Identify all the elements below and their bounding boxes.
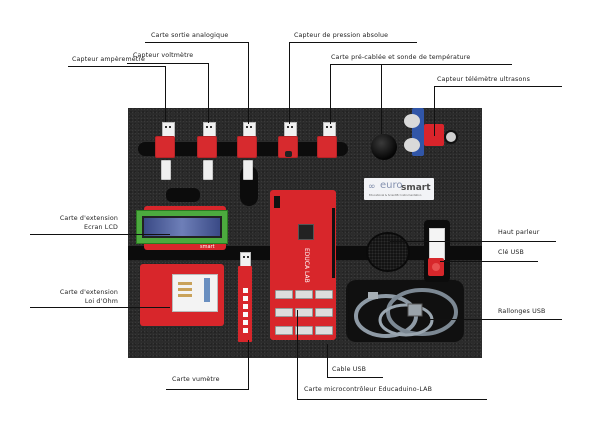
leader-line-precablee-h	[330, 64, 512, 66]
leader-line-cable-usb-h	[327, 377, 383, 379]
label-capteur-pression: Capteur de pression absolue	[294, 32, 389, 39]
leader-line-ohm	[30, 307, 170, 309]
label-ohm-line2: Loi d'Ohm	[84, 298, 118, 305]
leader-line-sortie-v	[248, 42, 250, 124]
logo-text-smart: smart	[401, 183, 431, 193]
label-rallonges-usb: Rallonges USB	[498, 308, 546, 315]
leader-line-vumetre-h	[166, 389, 249, 391]
educaduino-text: EDUCA LAB	[303, 248, 310, 283]
leader-line-vumetre-v	[248, 340, 250, 390]
leader-line-cable-usb-v	[327, 344, 329, 377]
label-carte-microcontroleur: Carte microcontrôleur Educaduino-LAB	[304, 386, 433, 393]
leader-line-lcd	[30, 234, 170, 236]
label-haut-parleur: Haut parleur	[498, 229, 540, 236]
shield-brand-text: smart	[200, 244, 215, 250]
leader-line-pression-h	[289, 42, 417, 44]
leader-line-micro-h	[297, 399, 487, 401]
leader-line-rallonges-usb	[430, 319, 562, 321]
leader-line-pression-v	[289, 42, 291, 124]
leader-line-voltmetre-h	[127, 63, 209, 65]
foam-tray: smart EDUCA LAB ∞ euro	[128, 108, 482, 358]
leader-line-haut-parleur	[390, 241, 556, 243]
label-carte-vumetre: Carte vumètre	[172, 376, 220, 383]
label-capteur-voltmetre: Capteur voltmètre	[133, 52, 194, 59]
usb-cables	[354, 288, 458, 338]
speaker	[368, 234, 408, 270]
leader-line-sortie-h	[145, 42, 249, 44]
leader-line-telemetre-v	[434, 86, 436, 136]
label-cle-usb: Clé USB	[498, 249, 524, 256]
leader-line-amperemetre-v	[165, 66, 167, 122]
logo-tagline: Educational & Scientific Instrumentation	[369, 194, 422, 197]
leader-line-telemetre-h	[434, 86, 562, 88]
label-lcd-line1: Carte d'extension	[59, 215, 118, 222]
eurosmart-logo-plate: ∞ euro smart Educational & Scientific In…	[364, 178, 434, 200]
leader-line-cle-usb	[440, 261, 538, 263]
label-carte-precablee: Carte pré-cablée et sonde de température	[331, 54, 471, 61]
label-ohm-line1: Carte d'extension	[59, 289, 118, 296]
slot-lcd	[166, 188, 200, 202]
logo-icon: ∞	[368, 182, 376, 192]
leader-line-amperemetre	[68, 66, 166, 68]
label-capteur-telemetre: Capteur télémètre ultrasons	[437, 76, 531, 83]
leader-line-voltmetre-v	[208, 63, 210, 123]
label-lcd-line2: Ecran LCD	[84, 224, 118, 231]
label-capteur-amperemetre: Capteur ampèremètre	[72, 56, 146, 63]
leader-line-precablee-v1	[330, 64, 332, 124]
label-carte-sortie-analogique: Carte sortie analogique	[151, 32, 229, 39]
leader-line-precablee-v2	[381, 64, 383, 134]
label-cable-usb: Cable USB	[332, 366, 367, 373]
logo-text-euro: euro	[380, 180, 403, 191]
leader-line-micro-v	[297, 310, 299, 400]
temperature-probe-knob	[371, 134, 397, 160]
